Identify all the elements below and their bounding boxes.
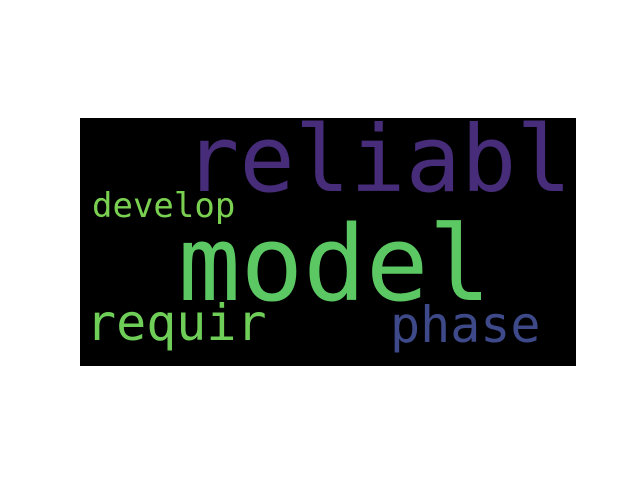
word-cloud-panel: reliabl model develop requir phase xyxy=(80,118,576,366)
word-requir: requir xyxy=(86,294,267,352)
word-reliabl: reliabl xyxy=(184,118,572,213)
word-develop: develop xyxy=(92,186,236,226)
word-model: model xyxy=(178,203,492,325)
word-phase: phase xyxy=(390,296,541,354)
